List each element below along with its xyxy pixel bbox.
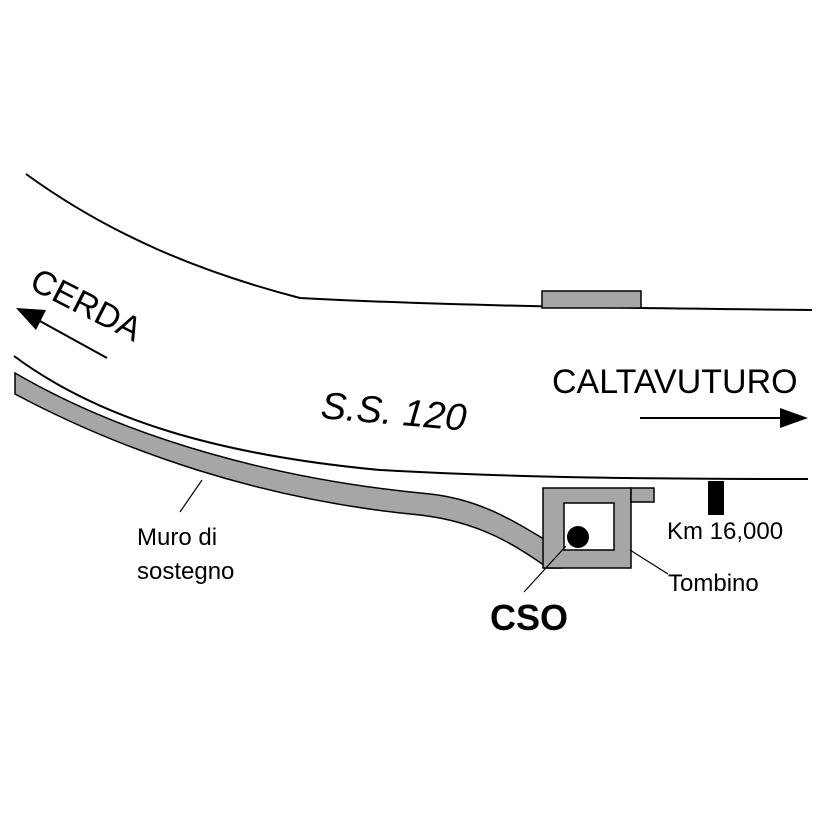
caltavuturo-label: CALTAVUTURO: [552, 363, 798, 401]
arrow-left-icon: [16, 308, 108, 359]
retaining-wall: [14, 371, 563, 569]
cso-point-marker: [567, 526, 589, 548]
cerda-label: CERDA: [24, 261, 148, 349]
road-lower-edge: [13, 355, 809, 480]
road-name-label: S.S. 120: [319, 385, 468, 440]
roadside-slab: [541, 290, 642, 309]
culvert-label: Tombino: [668, 570, 759, 597]
km-marker-post: [708, 481, 724, 515]
retaining-wall-label-line2: sostegno: [137, 558, 234, 585]
culvert-leader-line: [629, 549, 669, 575]
cso-label: CSO: [490, 597, 568, 638]
cso-leader-line: [523, 545, 567, 593]
wall-leader-line: [179, 479, 203, 513]
arrow-right-icon: [640, 408, 808, 428]
culvert-box: [542, 487, 632, 569]
culvert-tab: [630, 487, 655, 503]
km-marker-label: Km 16,000: [667, 518, 783, 545]
road-upper-edge: [25, 173, 813, 311]
retaining-wall-label-line1: Muro di: [137, 524, 217, 551]
